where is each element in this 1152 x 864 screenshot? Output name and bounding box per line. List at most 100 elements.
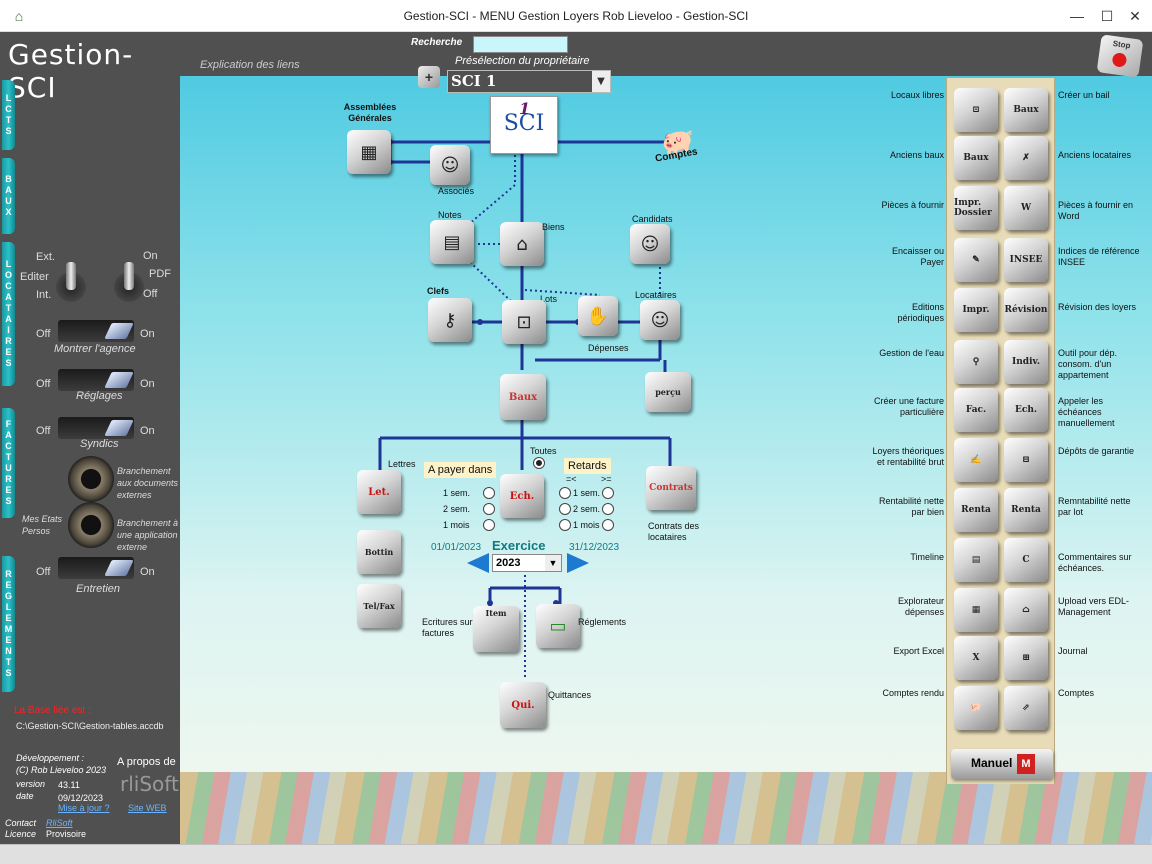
item-button[interactable]: Item [473,606,519,652]
toggle-agence[interactable] [58,320,134,342]
bottin-button[interactable]: Bottin [357,530,401,574]
panel-right-button-0[interactable]: Baux [1004,88,1048,132]
panel-left-button-7[interactable]: ✍ [954,438,998,482]
add-owner-button[interactable]: + [418,66,440,88]
update-link[interactable]: Mise à jour ? [58,803,110,813]
toggle-entretien[interactable] [58,557,134,579]
retard-1mois-label: 1 mois [573,520,600,530]
owner-select[interactable]: SCI 1▼ [447,70,611,93]
panel-right-button-6[interactable]: Ech. [1004,388,1048,432]
echeances-button[interactable]: Ech. [500,474,544,518]
toutes-radio[interactable] [533,457,545,469]
minimize-button[interactable]: — [1070,8,1084,24]
retard-gt-1mois-radio[interactable] [602,519,614,531]
panel-right-button-4[interactable]: Révision [1004,288,1048,332]
panel-right-button-5[interactable]: Indiv. [1004,340,1048,384]
app-icon: ⌂ [14,8,24,24]
comptes-button[interactable]: 🐖 [656,125,700,161]
keys-icon: ⚷ [443,309,457,331]
search-input[interactable] [473,36,568,53]
percu-button[interactable]: perçu [645,372,691,412]
candidats-button[interactable]: ☺ [630,224,670,264]
panel-right-button-7[interactable]: ⊟ [1004,438,1048,482]
panel-right-button-10[interactable]: ⌂ [1004,588,1048,632]
biens-button[interactable]: ⌂ [500,222,544,266]
telfax-button[interactable]: Tel/Fax [357,584,401,628]
close-button[interactable]: ✕ [1129,8,1141,24]
panel-left-button-6[interactable]: Fac. [954,388,998,432]
year-select[interactable]: 2023▼ [492,554,562,572]
retard-lt-1sem-radio[interactable] [559,487,571,499]
panel-left-button-1[interactable]: Baux [954,136,998,180]
panel-left-key-8: Renta [961,505,991,515]
panel-right-button-8[interactable]: Renta [1004,488,1048,532]
associes-button[interactable]: ☺ [430,145,470,185]
contact-link[interactable]: RliSoft [46,818,73,828]
mes-etats-label[interactable]: Mes Etats Persos [22,514,63,536]
contrats-button[interactable]: Contrats [646,466,696,510]
lots-button[interactable]: ⊡ [502,300,546,344]
panel-right-button-12[interactable]: ⇗ [1004,686,1048,730]
panel-right-button-1[interactable]: ✗ [1004,136,1048,180]
next-year-button[interactable] [567,553,589,573]
panel-left-button-3[interactable]: ✎ [954,238,998,282]
panel-right-key-1: ✗ [1022,153,1030,163]
panel-left-button-11[interactable]: X [954,636,998,680]
baux-button[interactable]: Baux [500,374,546,420]
clefs-button[interactable]: ⚷ [428,298,472,342]
prev-year-button[interactable] [467,553,489,573]
panel-right-button-2[interactable]: W [1004,186,1048,230]
notes-button[interactable]: ▤ [430,220,474,264]
quittances-button[interactable]: Qui. [500,682,546,728]
panel-left-button-4[interactable]: Impr. [954,288,998,332]
panel-left-button-12[interactable]: 🐖 [954,686,998,730]
panel-left-button-10[interactable]: ▦ [954,588,998,632]
payer-1mois-radio[interactable] [483,519,495,531]
rlisoft-logo[interactable]: rliSoft [120,772,179,796]
pdf-switch[interactable] [112,262,146,306]
maximize-button[interactable]: ☐ [1100,8,1114,24]
panel-left-button-2[interactable]: Impr. Dossier [954,186,998,230]
reglements-button[interactable]: ▭ [536,604,580,648]
retard-lt-1mois-radio[interactable] [559,519,571,531]
panel-right-button-3[interactable]: INSEE [1004,238,1048,282]
site-web-link[interactable]: Site WEB [128,803,167,813]
external-docs-jack[interactable] [68,456,114,502]
payer-2sem-radio[interactable] [483,503,495,515]
external-app-jack[interactable] [68,502,114,548]
panel-left-button-5[interactable]: ⚲ [954,340,998,384]
toggle-syndics[interactable] [58,417,134,439]
lettres-button[interactable]: Let. [357,470,401,514]
panel-left-label-3: Encaisser ou Payer [891,246,944,267]
explication-link[interactable]: Explication des liens [200,59,300,71]
people-icon: ☺ [640,233,660,255]
retard-lt-2sem-radio[interactable] [559,503,571,515]
owner-select-value: SCI 1 [451,72,497,90]
panel-left-button-0[interactable]: ⊡ [954,88,998,132]
retard-gt-1sem-radio[interactable] [602,487,614,499]
panel-left-label-0: Locaux libres [890,90,944,100]
panel-right-button-9[interactable]: C [1004,538,1048,582]
retard-gt-2sem-radio[interactable] [602,503,614,515]
payer-1sem-radio[interactable] [483,487,495,499]
telfax-key-label: Tel/Fax [363,601,395,611]
depenses-button[interactable]: ✋ [578,296,618,336]
panel-left-button-9[interactable]: ▤ [954,538,998,582]
panel-right-button-11[interactable]: ⊞ [1004,636,1048,680]
assemblees-button[interactable]: ▦ [347,130,391,174]
panel-right-label-6: Appeler les échéances manuellement [1058,396,1115,428]
baux-key-label: Baux [508,391,538,403]
toggle-syndics-caption: Syndics [80,438,119,450]
toggle-reglages[interactable] [58,369,134,391]
edit-mode-switch[interactable] [54,262,88,306]
panel-left-button-8[interactable]: Renta [954,488,998,532]
locataires-button[interactable]: ☺ [640,300,680,340]
panel-left-key-11: X [972,653,980,663]
